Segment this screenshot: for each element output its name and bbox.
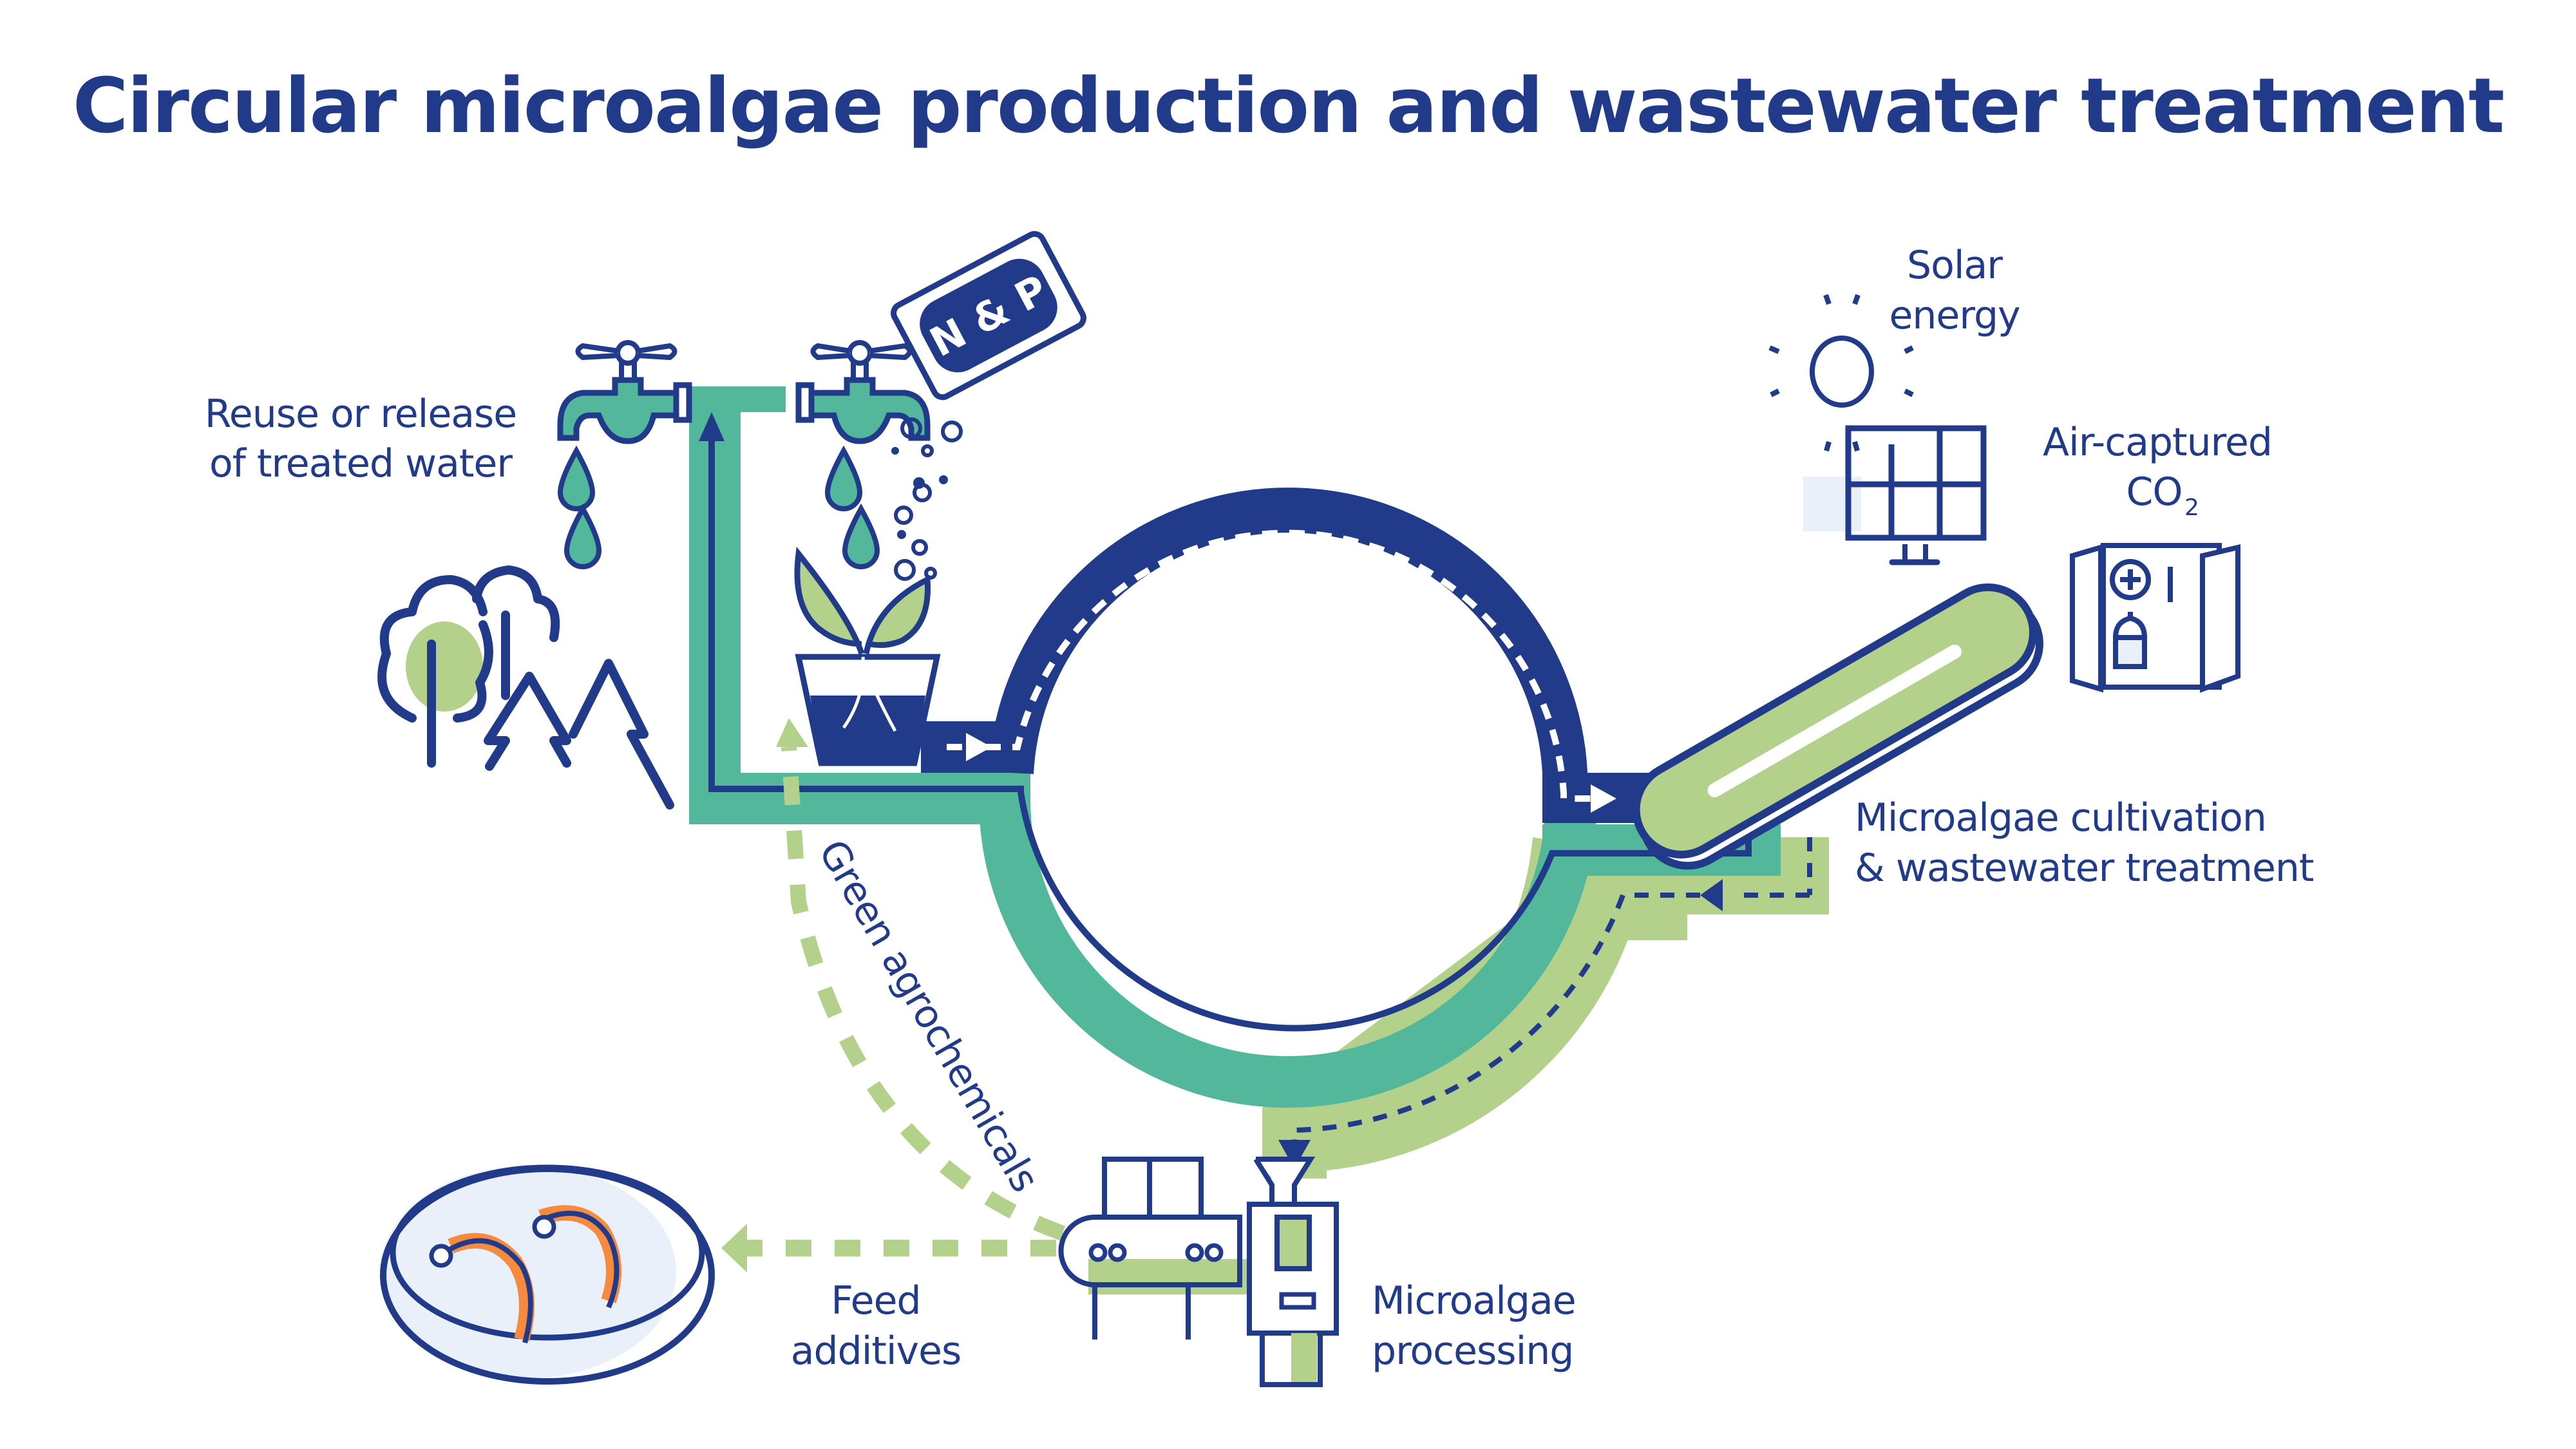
- svg-text:Microalgae cultivation: Microalgae cultivation: [1855, 795, 2266, 840]
- harvest-arrowhead-down: [1278, 1140, 1311, 1169]
- label-co2: Air-captured CO 2: [2043, 420, 2273, 521]
- label-solar: Solar energy: [1889, 243, 2020, 338]
- water-tap-icon: [795, 340, 931, 444]
- svg-text:of treated water: of treated water: [209, 441, 513, 486]
- svg-text:processing: processing: [1372, 1329, 1573, 1374]
- svg-text:additives: additives: [791, 1329, 961, 1374]
- svg-text:2: 2: [2184, 495, 2199, 521]
- shrimp-pond-icon: [380, 1164, 715, 1385]
- svg-text:& wastewater treatment: & wastewater treatment: [1855, 846, 2314, 891]
- trees-icon: [377, 565, 674, 810]
- svg-text:Solar: Solar: [1907, 243, 2003, 288]
- water-drop-icon: [557, 445, 880, 569]
- harvest-arrowhead-left: [1700, 879, 1723, 911]
- label-feed: Feed additives: [791, 1278, 962, 1374]
- feed-additives-arrow: [721, 1224, 1056, 1273]
- label-processing: Microalgae processing: [1372, 1278, 1577, 1374]
- svg-text:Feed: Feed: [831, 1278, 920, 1323]
- sun-icon: [1768, 294, 1914, 452]
- svg-text:CO: CO: [2126, 469, 2182, 515]
- processing-machine-icon: [1058, 1157, 1339, 1387]
- green-agrochemicals-arrow: [776, 718, 1066, 1241]
- water-tap-icon: [557, 340, 692, 444]
- label-reuse: Reuse or release of treated water: [205, 392, 517, 486]
- svg-text:Air-captured: Air-captured: [2043, 420, 2272, 465]
- nutrient-bag-icon: N & P: [891, 231, 1086, 401]
- solar-panel-icon: [1803, 425, 1987, 565]
- svg-text:energy: energy: [1889, 293, 2020, 338]
- page-title: Circular microalgae production and waste…: [73, 61, 2504, 150]
- label-cultivation: Microalgae cultivation & wastewater trea…: [1855, 795, 2315, 891]
- plant-pot-icon: [794, 546, 941, 766]
- co2-capture-cabinet-icon: [2070, 543, 2240, 693]
- nutrient-granules: [891, 417, 963, 581]
- wastewater-arrowhead-2: [1591, 784, 1616, 813]
- wastewater-flow-band: [921, 487, 1671, 823]
- svg-text:Microalgae: Microalgae: [1372, 1278, 1576, 1323]
- treated-water-arrowhead-up: [699, 412, 724, 441]
- wastewater-arrowhead-1: [966, 733, 992, 761]
- photobioreactor-icon: [1632, 583, 2043, 870]
- svg-text:Reuse or release: Reuse or release: [205, 392, 516, 437]
